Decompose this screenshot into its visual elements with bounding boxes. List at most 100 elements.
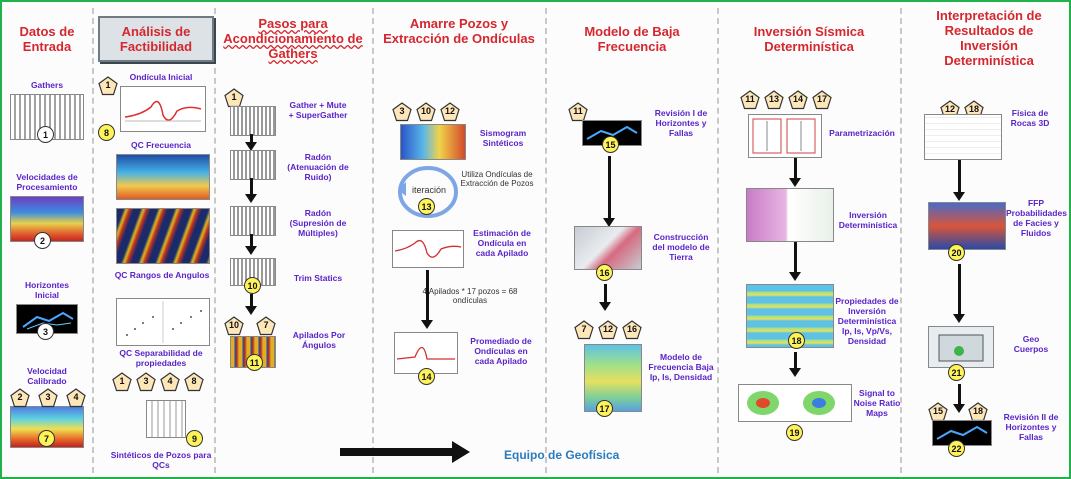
column-separator xyxy=(717,8,719,473)
tag-pentagon: 14 xyxy=(788,90,808,110)
gather-mute-label: Gather + Mute + SuperGather xyxy=(288,100,348,120)
geo-image xyxy=(928,326,994,368)
tag-pentagon: 18 xyxy=(968,402,988,422)
tag-pentagon: 1 xyxy=(112,372,132,392)
radon-multiples-label: Radón (Supresión de Múltiples) xyxy=(289,208,347,238)
tag-pentagon: 10 xyxy=(224,316,244,336)
step-badge: 8 xyxy=(98,124,115,141)
horizontes-label: Horizontes Inicial xyxy=(25,280,69,300)
frecuencia-baja-label: Modelo de Frecuencia Baja Ip, Is, Densid… xyxy=(648,352,714,382)
qc-frecuencia-image xyxy=(116,154,210,200)
column-separator xyxy=(545,8,547,473)
tag-pentagon: 13 xyxy=(764,90,784,110)
estimacion-image xyxy=(392,230,464,268)
flow-arrow xyxy=(789,352,801,377)
qc-rangos-label: QC Rangos de Angulos xyxy=(114,270,210,280)
flow-arrow xyxy=(789,242,801,281)
step-badge: 1 xyxy=(37,126,54,143)
column-title-amarre: Amarre Pozos y Extracción de Ondículas xyxy=(383,16,535,46)
ffp-image xyxy=(928,202,1006,250)
step-badge: 10 xyxy=(244,277,261,294)
velocidad-calibrado-label: Velocidad Calibrado xyxy=(27,366,67,386)
flow-arrow xyxy=(245,134,257,151)
flow-arrow xyxy=(603,156,615,227)
sismogram-image xyxy=(400,124,466,160)
frecuencia-baja-image xyxy=(584,344,642,412)
construccion-label: Construcción del modelo de Tierra xyxy=(652,232,710,262)
apilados-label: Apilados Por Ángulos xyxy=(292,330,346,350)
step-badge: 13 xyxy=(418,198,435,215)
step-badge: 21 xyxy=(948,364,965,381)
flow-arrow xyxy=(599,284,611,311)
flow-arrow xyxy=(953,160,965,201)
geo-label: Geo Cuerpos xyxy=(1013,334,1049,354)
tag-pentagon: 3 xyxy=(38,388,58,408)
promediado-label: Promediado de Ondículas en cada Apilado xyxy=(470,336,532,366)
step-badge: 19 xyxy=(786,424,803,441)
column-title-interpretacion: Interpretación de Resultados de Inversió… xyxy=(936,8,1042,68)
tag-pentagon: 3 xyxy=(392,102,412,122)
step-badge: 3 xyxy=(37,323,54,340)
step-badge: 9 xyxy=(186,430,203,447)
trim-statics-label: Trim Statics xyxy=(293,273,343,283)
step-badge: 2 xyxy=(34,232,51,249)
propiedades-label: Propiedades de Inversión Determinística … xyxy=(835,296,899,346)
column-separator xyxy=(900,8,902,473)
step-badge: 18 xyxy=(788,332,805,349)
tag-pentagon: 8 xyxy=(184,372,204,392)
tag-pentagon: 3 xyxy=(136,372,156,392)
step-badge: 14 xyxy=(418,368,435,385)
qc-frecuencia-label: QC Frecuencia xyxy=(131,140,191,150)
qc-rangos-image xyxy=(116,208,210,264)
tag-pentagon: 11 xyxy=(568,102,588,122)
count-note: 4 Apilados * 17 pozos = 68 ondículas xyxy=(422,287,518,305)
gathers-label: Gathers xyxy=(30,80,64,90)
radon-multiples-image xyxy=(230,206,276,236)
step-badge: 7 xyxy=(38,430,55,447)
determ-image xyxy=(746,188,834,242)
determ-label: Inversión Determinística xyxy=(838,210,898,230)
flow-arrow xyxy=(421,270,433,329)
column-separator xyxy=(214,8,216,473)
fisica-label: Física de Rocas 3D xyxy=(1010,108,1050,128)
column-title-analisis: Análisis de Factibilidad xyxy=(98,16,214,62)
estimacion-label: Estimación de Ondícula en cada Apilado xyxy=(473,228,531,258)
flow-arrow xyxy=(245,294,257,315)
iteracion-label: iteración xyxy=(411,185,447,195)
sinteticos-label: Sintéticos de Pozos para QCs xyxy=(110,450,212,470)
tag-pentagon: 10 xyxy=(416,102,436,122)
step-badge: 22 xyxy=(948,440,965,457)
iteration-loop-icon xyxy=(398,166,458,218)
step-badge: 15 xyxy=(602,136,619,153)
tag-pentagon: 11 xyxy=(740,90,760,110)
sismogram-label: Sismogram Sintéticos xyxy=(479,128,527,148)
promediado-image xyxy=(394,332,458,374)
tag-pentagon: 15 xyxy=(928,402,948,422)
tag-pentagon: 4 xyxy=(66,388,86,408)
tag-pentagon: 17 xyxy=(812,90,832,110)
tag-pentagon: 2 xyxy=(10,388,30,408)
flow-arrow xyxy=(245,234,257,255)
column-title-datos: Datos de Entrada xyxy=(19,24,75,54)
qc-separabilidad-image xyxy=(116,298,210,346)
column-title-inversion: Inversión Sísmica Determinística xyxy=(753,24,865,54)
ffp-label: FFP Probabilidades de Facies y Fluidos xyxy=(1006,198,1067,238)
column-separator xyxy=(372,8,374,473)
parametrizacion-label: Parametrización xyxy=(829,128,895,138)
revision-label: Revisión I de Horizontes y Fallas xyxy=(654,108,708,138)
column-title-pasos: Pasos para Acondicionamiento de Gathers xyxy=(223,16,363,61)
tag-pentagon: 1 xyxy=(224,88,244,108)
step-badge: 16 xyxy=(596,264,613,281)
team-arrow xyxy=(340,441,470,463)
construccion-image xyxy=(574,226,642,270)
parametrizacion-image xyxy=(748,114,822,158)
ondicula-inicial-image xyxy=(120,86,206,132)
ondicula-inicial-label: Ondícula Inicial xyxy=(129,72,193,82)
step-badge: 17 xyxy=(596,400,613,417)
revision2-label: Revisión II de Horizontes y Fallas xyxy=(1003,412,1059,442)
signal-noise-image xyxy=(738,384,852,422)
utiliza-note: Utiliza Ondículas de Extracción de Pozos xyxy=(460,170,534,188)
tag-pentagon: 4 xyxy=(160,372,180,392)
tag-pentagon: 7 xyxy=(574,320,594,340)
